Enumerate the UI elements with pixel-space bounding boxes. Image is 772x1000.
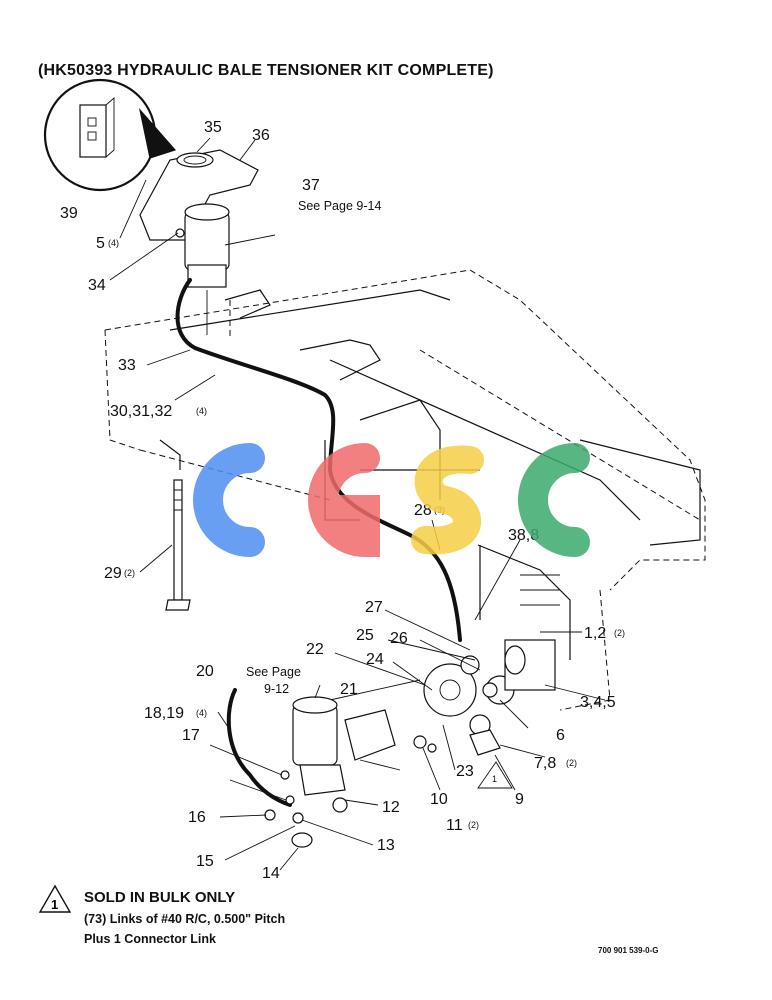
cgsc-watermark-logo (193, 443, 590, 558)
note-line-1: (73) Links of #40 R/C, 0.500" Pitch (84, 912, 286, 926)
note-line-2: Plus 1 Connector Link (84, 932, 216, 946)
callout-36: 36 (252, 127, 270, 144)
callout-37-reference: See Page 9-14 (298, 199, 381, 213)
callout-27: 27 (365, 599, 383, 616)
callout-7-qty: (2) (566, 758, 577, 768)
callout-18-qty: (4) (196, 708, 207, 718)
pump-assembly (264, 696, 437, 848)
callout-12: 12 (382, 799, 400, 816)
callout-25: 25 (356, 627, 374, 644)
callout-20-reference-1: See Page (246, 665, 301, 679)
callout-20: 20 (196, 663, 214, 680)
sprocket-assembly (329, 639, 556, 771)
callout-9: 9 (515, 791, 524, 808)
triangle-note-mark: 1 (492, 774, 497, 784)
note-marker: 1 (51, 897, 58, 912)
callout-14: 14 (262, 865, 280, 882)
callout-24: 24 (366, 651, 384, 668)
callout-23: 23 (456, 763, 474, 780)
callout-11: 11 (446, 817, 463, 834)
watermark-letter-c2 (518, 443, 590, 557)
callout-26: 26 (390, 630, 408, 647)
callout-35: 35 (204, 119, 222, 136)
callout-13: 13 (377, 837, 395, 854)
callout-20-reference-2: 9-12 (264, 682, 289, 696)
callout-22: 22 (306, 641, 324, 658)
callout-37: 37 (302, 177, 320, 194)
callout-15: 15 (196, 853, 214, 870)
callout-39: 39 (60, 205, 78, 222)
callout-21: 21 (340, 681, 358, 698)
callout-1-2: 1,2 (584, 625, 606, 642)
callout-3-4-5: 3,4,5 (580, 694, 616, 711)
callout-6: 6 (556, 727, 565, 744)
callout-16: 16 (188, 809, 206, 826)
callout-labels: 35 36 37 See Page 9-14 39 5 (4) 34 33 30… (60, 119, 625, 882)
callout-29: 29 (104, 565, 122, 582)
callout-5-qty: (4) (108, 238, 119, 248)
callout-7-8: 7,8 (534, 755, 556, 772)
mount-bracket-36 (139, 149, 259, 241)
callout-17: 17 (182, 727, 200, 744)
callout-1-qty: (2) (614, 628, 625, 638)
callout-33: 33 (118, 357, 136, 374)
inset-detail-39 (43, 78, 177, 192)
watermark-letter-c1 (193, 443, 265, 557)
callout-34: 34 (88, 277, 106, 294)
leader-lines (109, 137, 606, 871)
diagram-title: (HK50393 HYDRAULIC BALE TENSIONER KIT CO… (38, 62, 494, 79)
callout-30-31-32: 30,31,32 (110, 403, 172, 420)
callout-10: 10 (430, 791, 448, 808)
tie-rod-29 (165, 479, 191, 611)
note-heading: SOLD IN BULK ONLY (84, 889, 236, 906)
watermark-letter-g (308, 443, 380, 558)
callout-18-19: 18,19 (144, 705, 184, 722)
watermark-letter-s (411, 445, 484, 555)
callout-5: 5 (96, 235, 105, 252)
callout-29-qty: (2) (124, 568, 135, 578)
note-triangle-icon: 1 (38, 884, 72, 913)
cylinder-37 (175, 203, 230, 335)
document-number: 700 901 539-0-G (598, 946, 659, 955)
callout-11-qty: (2) (468, 820, 479, 830)
callout-30-qty: (4) (196, 406, 207, 416)
